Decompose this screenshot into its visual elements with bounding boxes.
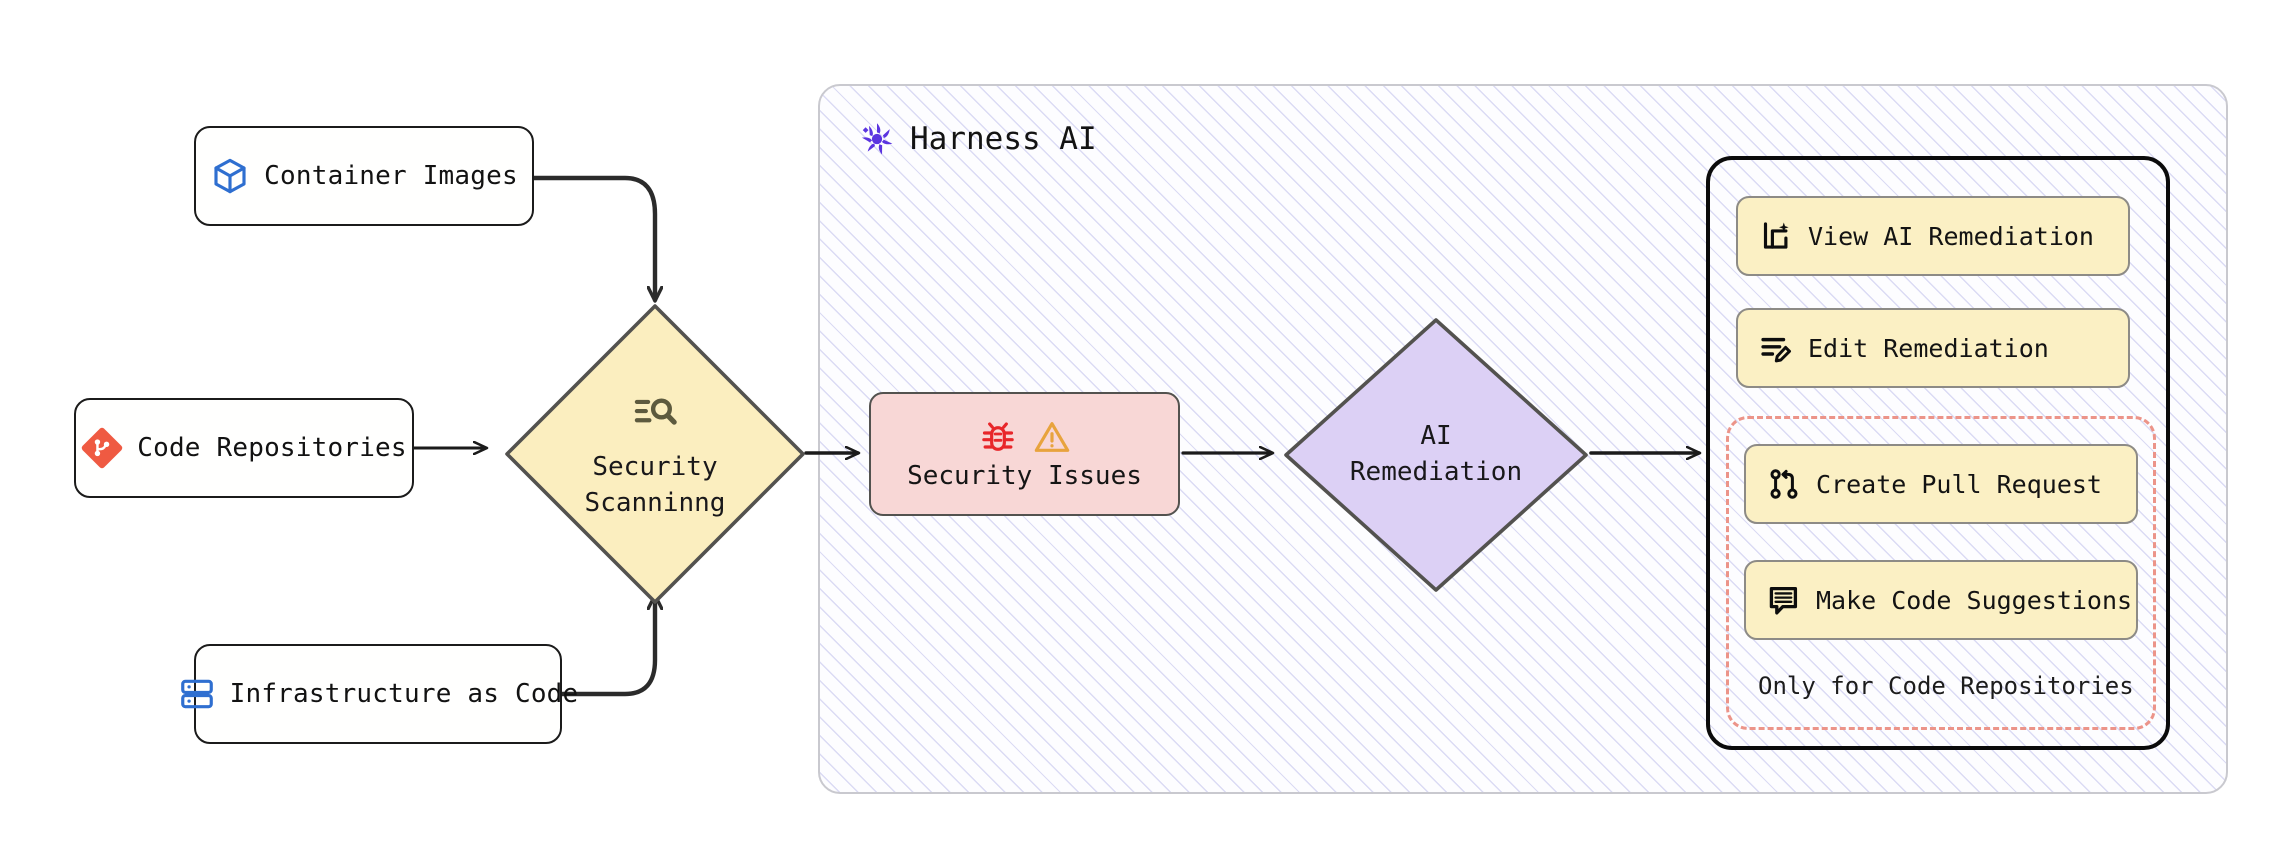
- node-code-repositories[interactable]: Code Repositories: [74, 398, 414, 498]
- node-ai-remediation[interactable]: AI Remediation: [1278, 312, 1594, 598]
- node-label: Security Issues: [907, 461, 1142, 491]
- cube-icon: [214, 158, 246, 194]
- button-label: Make Code Suggestions: [1816, 585, 2133, 615]
- warning-triangle-icon: [1034, 422, 1069, 452]
- button-label: Edit Remediation: [1808, 333, 2049, 363]
- harness-pinwheel-logo: [861, 123, 893, 155]
- actions-panel: [1706, 156, 2170, 750]
- node-container-images[interactable]: Container Images: [194, 126, 534, 226]
- harness-ai-title-text: Harness AI: [910, 121, 1097, 157]
- pull-request-icon: [1770, 469, 1798, 499]
- node-label: Container Images: [264, 161, 518, 191]
- button-edit-remediation[interactable]: Edit Remediation: [1736, 308, 2130, 388]
- button-label: Create Pull Request: [1816, 469, 2102, 499]
- node-infrastructure-as-code[interactable]: Infrastructure as Code: [180, 644, 578, 744]
- git-icon: [82, 427, 123, 469]
- node-label: Code Repositories: [137, 433, 407, 463]
- comment-lines-icon: [1769, 586, 1798, 615]
- node-security-scanning[interactable]: Security Scanninng: [497, 296, 813, 612]
- ai-document-sparkle-icon: [1763, 222, 1789, 249]
- edge-container-images-to-scanning: [530, 175, 655, 300]
- server-icon: [180, 679, 213, 709]
- button-make-code-suggestions[interactable]: Make Code Suggestions: [1744, 560, 2138, 640]
- button-label: View AI Remediation: [1808, 221, 2094, 251]
- button-view-ai-remediation[interactable]: View AI Remediation: [1736, 196, 2130, 276]
- harness-ai-title: Harness AI: [858, 120, 1097, 158]
- edit-pencil-lines-icon: [1761, 337, 1791, 363]
- dashed-group-note: Only for Code Repositories: [1758, 672, 2134, 700]
- bug-icon: [981, 422, 1014, 451]
- issue-icons: [978, 417, 1072, 457]
- diamond-shape: [505, 304, 805, 604]
- node-security-issues[interactable]: Security Issues: [869, 392, 1180, 516]
- code-repositories-only-group: [1726, 416, 2156, 730]
- button-create-pull-request[interactable]: Create Pull Request: [1744, 444, 2138, 524]
- node-label: Infrastructure as Code: [229, 679, 579, 709]
- diamond-shape: [1284, 318, 1588, 592]
